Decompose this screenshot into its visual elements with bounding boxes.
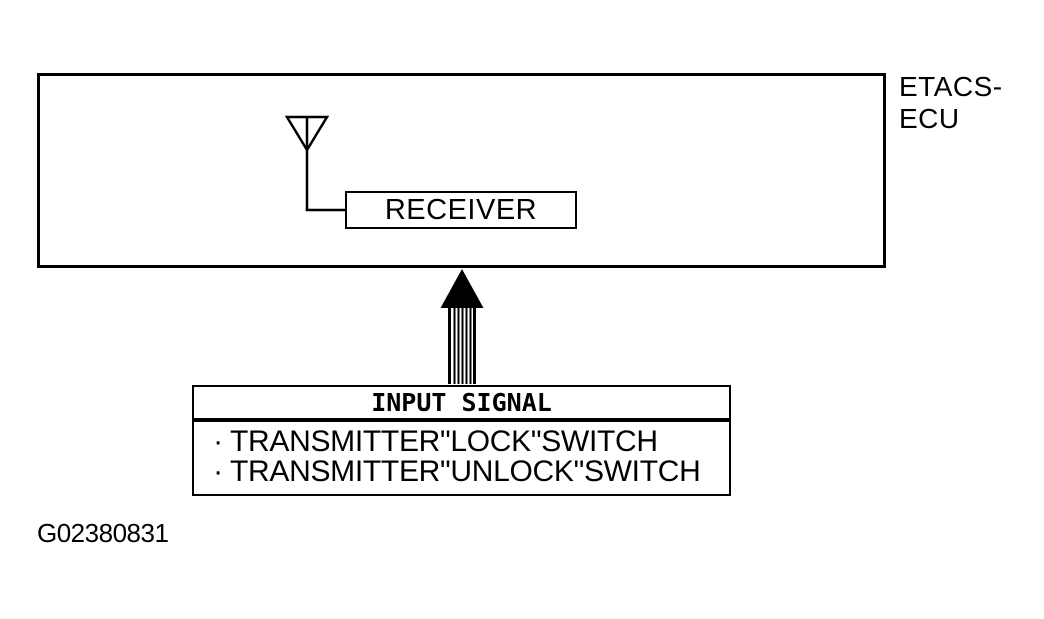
receiver-label: RECEIVER (384, 193, 538, 226)
input-signal-header: INPUT SIGNAL (194, 387, 729, 422)
input-signal-item: · TRANSMITTER"LOCK"SWITCH (206, 427, 729, 457)
ecu-label-line2: ECU (899, 103, 960, 134)
input-signal-box: INPUT SIGNAL · TRANSMITTER"LOCK"SWITCH ·… (192, 385, 731, 496)
figure-id: G02380831 (37, 518, 169, 548)
input-signal-item: · TRANSMITTER"UNLOCK"SWITCH (206, 457, 729, 487)
bullet-icon: · (213, 425, 223, 458)
receiver-box: RECEIVER (345, 191, 577, 229)
input-signal-item-label: TRANSMITTER"UNLOCK"SWITCH (230, 455, 701, 488)
antenna-icon (284, 115, 347, 212)
input-signal-list: · TRANSMITTER"LOCK"SWITCH · TRANSMITTER"… (194, 422, 729, 487)
input-signal-item-label: TRANSMITTER"LOCK"SWITCH (230, 425, 658, 458)
ecu-label: ETACS- ECU (899, 71, 1003, 135)
bullet-icon: · (213, 455, 223, 488)
ecu-label-line1: ETACS- (899, 71, 1003, 102)
ecu-box (37, 73, 886, 268)
arrow-up-icon (440, 269, 484, 384)
